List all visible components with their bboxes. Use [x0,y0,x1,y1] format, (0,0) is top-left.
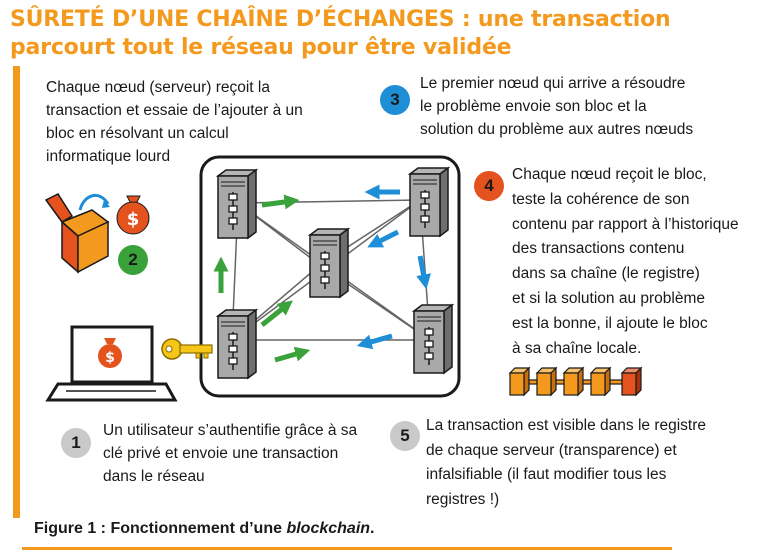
step-1-text: Un utilisateur s’authentifie grâce à sa … [103,419,357,488]
step-5-line: registres !) [426,490,500,508]
laptop-icon: $ [45,325,178,402]
caption-suffix: . [370,520,375,537]
box-icon [44,193,110,274]
step-2-line: bloc en résolvant un calcul [46,125,229,142]
step-4-line: et si la solution au problème [512,289,706,307]
step-2-line: Chaque nœud (serveur) reçoit la [46,79,270,96]
step-3-circle: 3 [380,85,410,115]
server-icon [217,309,257,379]
step-1-line: clé privé et envoie une transaction [103,445,339,462]
money-bag-icon: $ [116,195,150,235]
title-line-1: SÛRETÉ D’UNE CHAÎNE D’ÉCHANGES : une tra… [10,7,671,32]
step-3-line: Le premier nœud qui arrive a résoudre [420,75,686,92]
blue-arrows [356,184,431,350]
figure-caption: Figure 1 : Fonctionnement d’une blockcha… [34,520,374,538]
step-5-line: La transaction est visible dans le regis… [426,417,707,434]
server-icon [217,169,257,239]
network-frame [199,155,461,398]
step-4-line: à sa chaîne locale. [512,339,642,357]
svg-text:$: $ [105,350,115,366]
step-1-line: Un utilisateur s’authentifie grâce à sa [103,422,358,439]
step-3-line: le problème envoie son bloc et la [420,98,647,115]
step-5-circle: 5 [390,421,420,451]
caption-prefix: Figure 1 : Fonctionnement d’une [34,520,287,537]
step-4-text: Chaque nœud reçoit le bloc, teste la coh… [512,163,739,361]
svg-text:$: $ [127,209,140,230]
server-icon [413,304,453,374]
step-4-line: Chaque nœud reçoit le bloc, [512,166,707,183]
step-4-line: teste la cohérence de son [512,190,690,208]
caption-emphasis: blockchain [286,520,371,537]
step-1-line: dans le réseau [103,468,205,485]
step-4-line: contenu par rapport à l’historique [512,215,739,233]
step-2-line: transaction et essaie de l’ajouter à un [46,102,303,119]
block-chain-icon [508,366,643,397]
key-icon [161,338,213,360]
step-2-circle: 2 [118,245,148,275]
step-2-text: Chaque nœud (serveur) reçoit la transact… [46,76,303,168]
step-1-circle: 1 [61,428,91,458]
step-5-text: La transaction est visible dans le regis… [426,414,706,512]
page-title: SÛRETÉ D’UNE CHAÎNE D’ÉCHANGES : une tra… [10,6,750,62]
caption-underline [22,547,672,550]
step-2-line: informatique lourd [46,148,171,165]
accent-bar [13,66,20,518]
step-5-line: infalsifiable (il faut modifier tous les [426,466,667,483]
title-line-2: parcourt tout le réseau pour être validé… [10,35,512,60]
step-5-line: de chaque serveur (transparence) et [426,441,677,459]
step-3-line: solution du problème aux autres nœuds [420,121,694,138]
green-arrows [213,194,311,363]
step-4-line: dans sa chaîne (le registre) [512,265,700,283]
step-3-text: Le premier nœud qui arrive a résoudre le… [420,72,693,141]
step-4-line: des transactions contenu [512,240,685,258]
server-icon [409,167,449,237]
step-4-line: est la bonne, il ajoute le bloc [512,314,708,332]
step-4-circle: 4 [474,171,504,201]
server-icon [309,228,349,298]
